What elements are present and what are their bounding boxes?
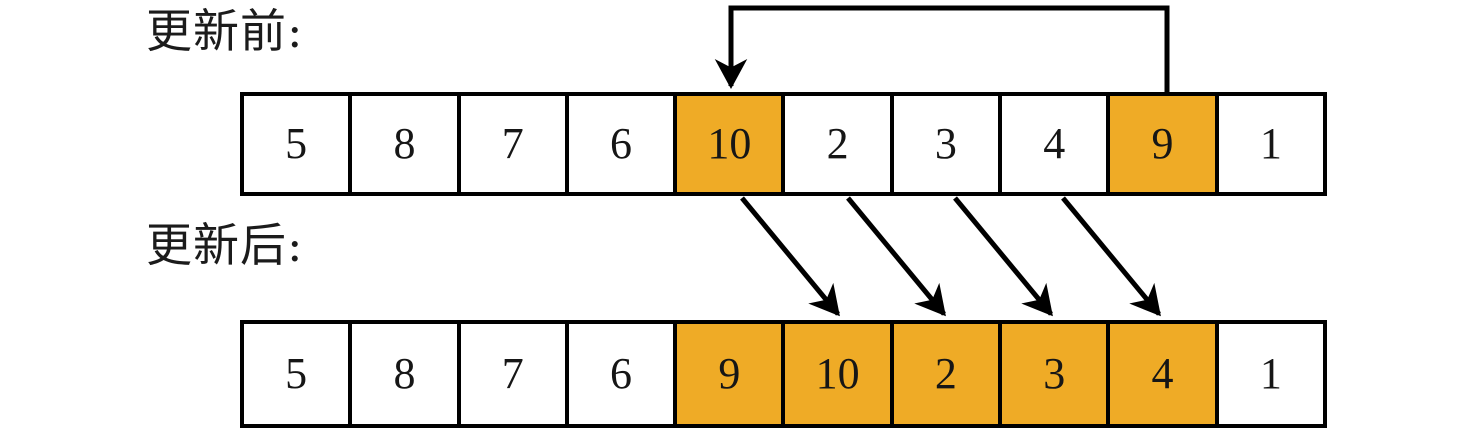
array-before-cell-value-5: 2 [826, 119, 849, 168]
label-before-update: 更新前: [146, 4, 304, 58]
array-after-cell-2: 7 [460, 324, 569, 424]
array-before-cell-value-0: 5 [285, 119, 308, 168]
array-after-cell-value-7: 3 [1043, 349, 1066, 398]
array-after-cell-8: 4 [1110, 324, 1219, 424]
array-before-cell-value-3: 6 [610, 119, 633, 168]
array-before-cell-0: 5 [244, 96, 353, 192]
array-before-cell-value-9: 1 [1259, 119, 1282, 168]
array-before-cell-8: 9 [1110, 96, 1219, 192]
array-after-cell-value-3: 6 [610, 349, 633, 398]
array-before-cell-value-8: 9 [1151, 119, 1174, 168]
array-after-cell-9: 1 [1218, 324, 1323, 424]
arrow-shift-10 [740, 196, 840, 317]
array-after-cell-7: 3 [1002, 324, 1111, 424]
array-before-cell-6: 3 [893, 96, 1003, 192]
arrow-move-9-to-front [714, 5, 1170, 92]
array-after-cell-value-1: 8 [393, 349, 416, 398]
array-before-cell-3: 6 [568, 96, 678, 192]
array-after-cell-value-5: 10 [815, 349, 860, 398]
arrow-shift-2 [846, 196, 946, 317]
array-before-cell-2: 7 [460, 96, 569, 192]
array-before-cell-value-6: 3 [934, 119, 957, 168]
array-before-cell-7: 4 [1002, 96, 1111, 192]
arrow-shift-3 [953, 196, 1053, 317]
array-after-cell-value-0: 5 [285, 349, 308, 398]
array-after-cell-value-4: 9 [718, 349, 741, 398]
label-after-update: 更新后: [146, 218, 304, 272]
array-before-cell-9: 1 [1218, 96, 1323, 192]
arrow-shift-4 [1061, 196, 1161, 317]
array-after-cell-1: 8 [352, 324, 461, 424]
array-before-cell-1: 8 [352, 96, 461, 192]
array-after-cell-6: 2 [893, 324, 1003, 424]
array-after-cell-4: 9 [677, 324, 786, 424]
array-before-cell-value-4: 10 [707, 119, 752, 168]
array-before-cell-5: 2 [785, 96, 894, 192]
array-after-cell-value-2: 7 [501, 349, 524, 398]
array-after-cell-0: 5 [244, 324, 353, 424]
array-before-cell-value-2: 7 [501, 119, 524, 168]
array-after-update: 5 8 7 6 9 10 2 3 4 1 [240, 320, 1327, 428]
array-before-cell-value-1: 8 [393, 119, 416, 168]
array-after-cell-3: 6 [568, 324, 678, 424]
array-before-cell-value-7: 4 [1043, 119, 1066, 168]
array-after-cell-5: 10 [785, 324, 894, 424]
array-after-cell-value-9: 1 [1259, 349, 1282, 398]
array-before-cell-4: 10 [677, 96, 786, 192]
array-after-cell-value-8: 4 [1151, 349, 1174, 398]
array-before-update: 5 8 7 6 10 2 3 4 9 1 [240, 92, 1327, 196]
array-after-cell-value-6: 2 [934, 349, 957, 398]
